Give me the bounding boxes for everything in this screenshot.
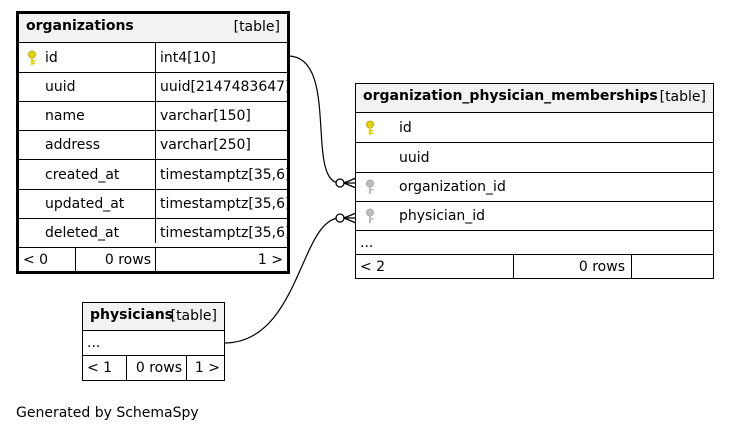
foreign-key-icon xyxy=(365,208,375,224)
primary-key-icon xyxy=(27,50,37,66)
generated-by-text: Generated by SchemaSpy xyxy=(16,405,199,421)
primary-key-icon xyxy=(365,120,375,136)
column-type: timestamptz[35,6] xyxy=(160,196,291,212)
column-name: organization_id xyxy=(399,179,506,195)
table-physicians[interactable]: physicians [table] ... < 1 0 rows 1 > xyxy=(82,302,225,381)
column-type: int4[10] xyxy=(160,49,216,66)
children-link[interactable]: 1 > xyxy=(257,251,283,268)
row-count: 0 rows xyxy=(578,258,625,275)
table-footer: < 1 0 rows 1 > xyxy=(83,356,224,380)
column-name: id xyxy=(45,49,58,66)
column-row[interactable]: organization_id xyxy=(356,173,713,202)
parents-link[interactable]: < 1 xyxy=(87,360,113,376)
column-type: timestamptz[35,6] xyxy=(160,166,291,183)
edge-crowfoot-physician xyxy=(343,212,357,224)
table-kind: [table] xyxy=(659,89,706,105)
ellipsis: ... xyxy=(360,234,374,251)
column-name: deleted_at xyxy=(45,225,120,241)
table-header: physicians [table] xyxy=(83,303,224,331)
column-row[interactable]: address varchar[250] xyxy=(19,131,287,160)
column-name: updated_at xyxy=(45,196,125,212)
children-link[interactable]: 1 > xyxy=(194,360,220,376)
edge-organizations-to-memberships xyxy=(287,55,341,184)
column-name: address xyxy=(45,137,101,153)
column-type: varchar[250] xyxy=(160,137,251,153)
table-header: organizations [table] xyxy=(19,14,287,43)
table-footer: < 2 0 rows xyxy=(356,255,713,278)
edge-crowfoot-organization xyxy=(343,177,357,189)
table-name: organizations xyxy=(26,18,134,34)
column-name: created_at xyxy=(45,166,120,183)
edge-physicians-to-memberships xyxy=(223,217,341,344)
column-name: physician_id xyxy=(399,208,486,224)
edge-zero-marker-organization xyxy=(335,178,345,188)
column-type: varchar[150] xyxy=(160,108,251,124)
column-name: uuid xyxy=(45,79,76,95)
column-row[interactable]: uuid uuid[2147483647] xyxy=(19,73,291,102)
column-type: timestamptz[35,6] xyxy=(160,225,291,241)
ellipsis: ... xyxy=(87,335,101,351)
column-name: name xyxy=(45,108,85,124)
column-divider xyxy=(155,43,156,243)
table-header: organization_physician_memberships [tabl… xyxy=(356,84,713,113)
column-row[interactable]: created_at timestamptz[35,6] xyxy=(19,160,291,190)
table-footer: < 0 0 rows 1 > xyxy=(19,248,287,271)
column-row[interactable]: physician_id xyxy=(356,202,713,231)
table-organizations[interactable]: organizations [table] id int4[10] uuid u… xyxy=(16,11,291,274)
column-row[interactable]: uuid xyxy=(356,143,713,173)
table-organization-physician-memberships[interactable]: organization_physician_memberships [tabl… xyxy=(355,83,714,279)
table-name: physicians xyxy=(90,307,174,323)
column-name: id xyxy=(399,119,412,136)
parents-link[interactable]: < 0 xyxy=(23,251,49,268)
column-name: uuid xyxy=(399,149,430,166)
row-count: 0 rows xyxy=(104,251,151,268)
column-row[interactable]: id int4[10] xyxy=(19,43,287,73)
column-row[interactable]: id xyxy=(356,113,713,143)
column-row[interactable]: name varchar[150] xyxy=(19,102,287,131)
table-kind: [table] xyxy=(170,308,217,324)
column-type: uuid[2147483647] xyxy=(160,79,291,95)
table-name: organization_physician_memberships xyxy=(363,88,658,104)
edge-zero-marker-physician xyxy=(335,213,345,223)
column-row[interactable]: deleted_at timestamptz[35,6] xyxy=(19,219,291,248)
column-row[interactable]: updated_at timestamptz[35,6] xyxy=(19,190,291,219)
parents-link[interactable]: < 2 xyxy=(360,258,386,275)
more-columns-row: ... xyxy=(356,231,713,255)
more-columns-row: ... xyxy=(83,331,224,356)
table-kind: [table] xyxy=(233,19,280,35)
foreign-key-icon xyxy=(365,179,375,195)
row-count: 0 rows xyxy=(135,360,182,376)
